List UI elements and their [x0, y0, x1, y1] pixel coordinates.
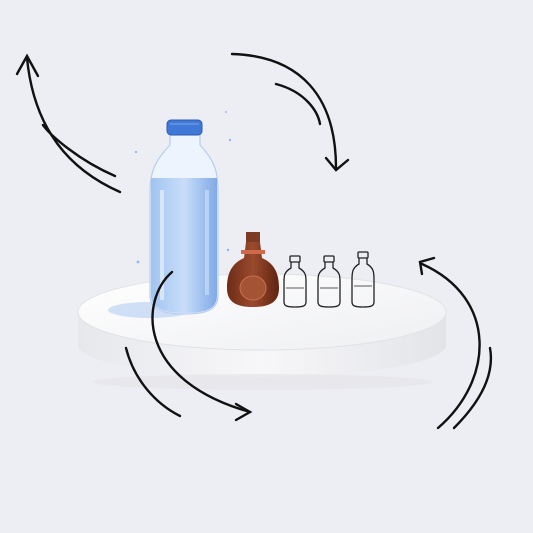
- rotation-arrow-top-right: [230, 52, 350, 172]
- rotation-arrow-bottom-left: [124, 270, 253, 422]
- large-water-bottle: [108, 111, 232, 318]
- small-empty-bottle-2: [317, 255, 341, 308]
- small-empty-bottle-1: [283, 255, 307, 308]
- rotation-arrow-bottom-right: [418, 256, 493, 430]
- rotation-arrow-top-left: [15, 53, 122, 194]
- brown-bottle: [227, 232, 279, 307]
- small-empty-bottle-3: [351, 251, 375, 308]
